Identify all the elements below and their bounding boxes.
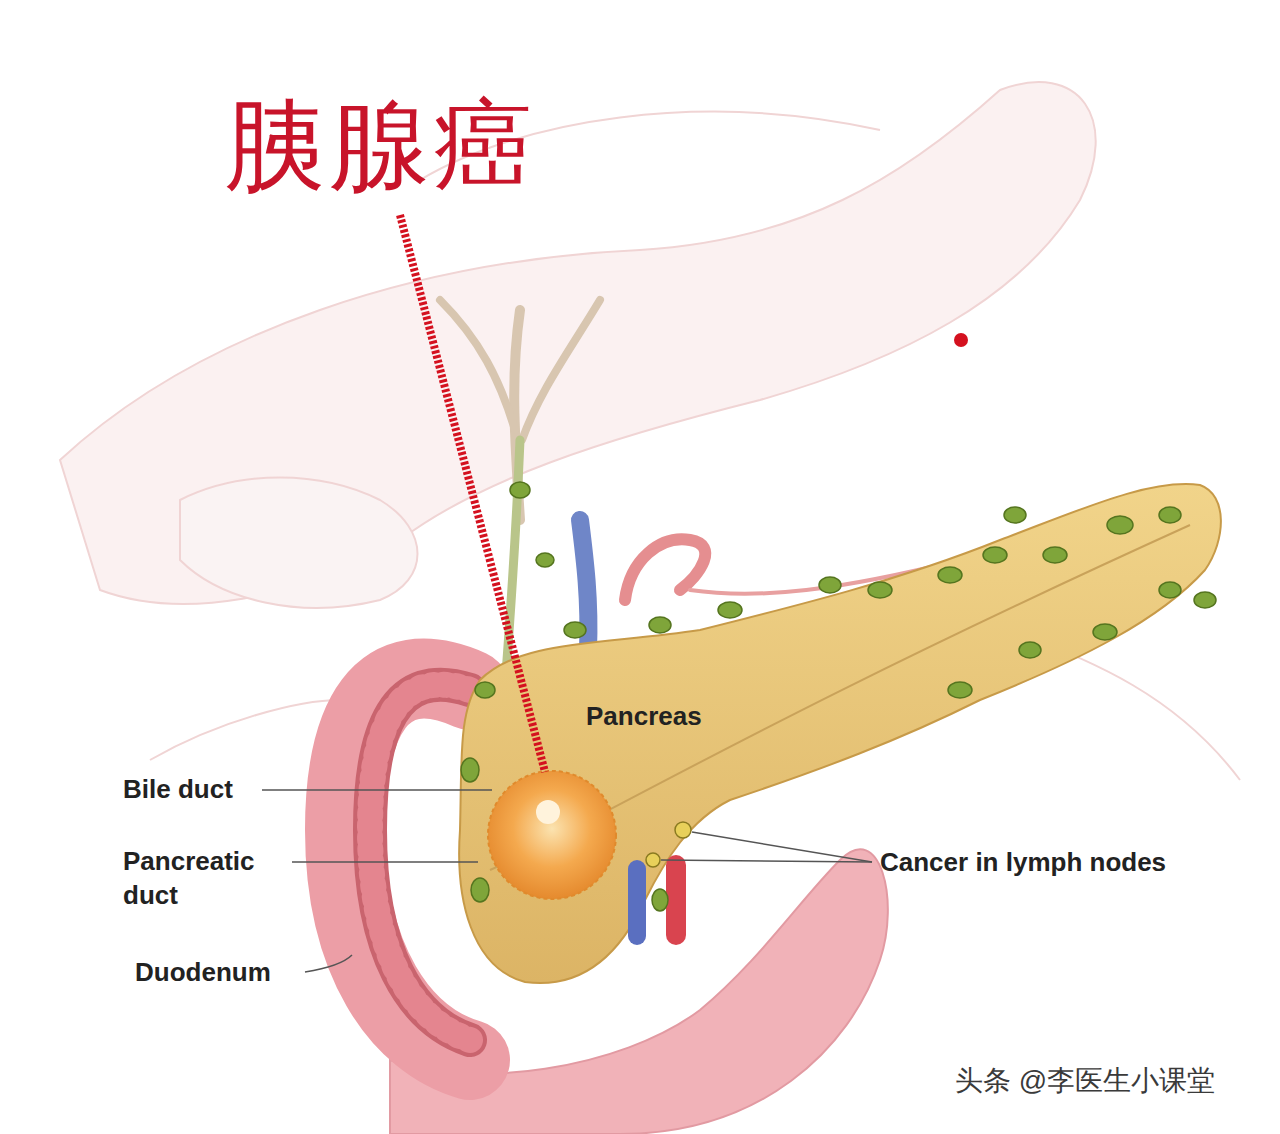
duodenum [345,679,470,1060]
part-label: Cancer in lymph nodes [880,846,1166,880]
pancreas [459,484,1221,983]
tumor-core [536,800,560,824]
lymph-nodes [461,482,1216,911]
pointer-line [400,215,545,772]
tumor [488,771,616,899]
organ-label: Pancreas [586,700,702,734]
part-label: Pancreatic duct [123,845,298,913]
leader-lines [262,790,872,972]
part-label: Bile duct [123,773,233,807]
title-heading: 胰腺癌 [225,92,537,202]
vessels [628,855,686,945]
red-dot [954,333,968,347]
watermark: 头条 @李医生小课堂 [955,1062,1215,1100]
part-label: Duodenum [135,956,271,990]
